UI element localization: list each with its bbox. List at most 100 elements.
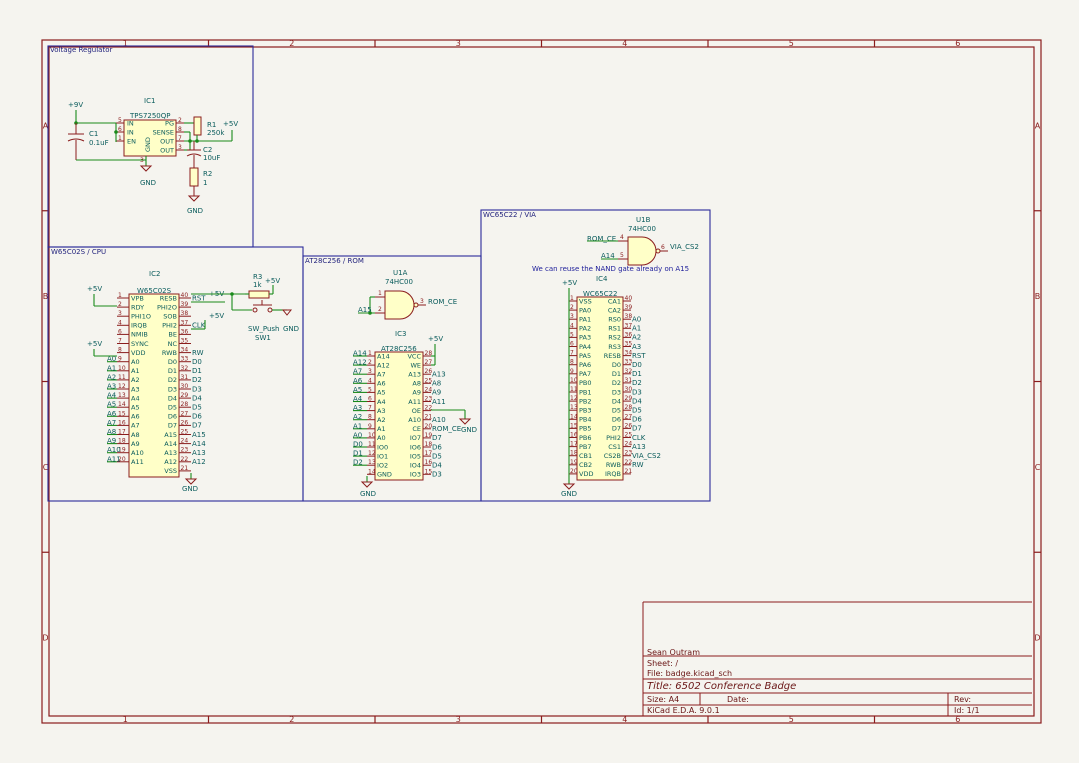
- ic3-pinnum-l0: 1: [368, 350, 372, 357]
- ic2-pin-d3: D3: [168, 385, 177, 393]
- ic2-net-l-a5: A5: [107, 401, 116, 409]
- ic2-pin-phi1o: PHI1O: [131, 313, 151, 321]
- ic4-pinnum-l4: 5: [570, 331, 574, 338]
- ic3-pin-io6: IO6: [410, 443, 421, 451]
- ic4-net-r-clk: CLK: [632, 434, 646, 442]
- ic2-pin-a4: A4: [131, 394, 140, 402]
- ic2-net-l-a10: A10: [107, 446, 121, 454]
- ic4-pin-phi2: PHI2: [606, 434, 621, 442]
- ic3-pinnum-r6: 22: [425, 405, 433, 412]
- ic2-net-r-d6: D6: [192, 413, 202, 421]
- sheet-title-via: WC65C22 / VIA: [483, 211, 536, 219]
- ic2-net-l-a11: A11: [107, 455, 121, 463]
- ic3-pinnum-r4: 24: [425, 386, 433, 393]
- ic3-pin-a10: A10: [408, 416, 421, 424]
- ic3-net-l-a0: A0: [353, 431, 362, 439]
- ic2-pinnum-l3: 4: [118, 319, 122, 326]
- ic4-net-r-d6: D6: [632, 416, 642, 424]
- frame-row-right-A: A: [1035, 121, 1041, 130]
- u1b-value: 74HC00: [628, 225, 656, 233]
- c2-ref: C2: [203, 146, 212, 154]
- ic1-body[interactable]: [123, 119, 177, 157]
- ic2-pin-a1: A1: [131, 367, 140, 375]
- ic4-pin-pa5: PA5: [579, 352, 591, 360]
- ic3-net-r-d6: D6: [432, 443, 442, 451]
- ic2-net-r-d4: D4: [192, 394, 202, 402]
- ic4-pin-pb4: PB4: [579, 416, 592, 424]
- ic4-pinnum-r4: 36: [625, 331, 633, 338]
- ic2-pinnum-r13: 27: [181, 410, 189, 417]
- ic2-pin-a3: A3: [131, 385, 140, 393]
- cpu-sw-gnd-label: GND: [283, 325, 299, 333]
- ic2-pin-resb: RESB: [160, 294, 177, 302]
- ic4-pin-pb2: PB2: [579, 397, 592, 405]
- svg-text:1: 1: [378, 290, 382, 297]
- ic3-pinnum-r12: 16: [425, 459, 433, 466]
- ic4-pin-d5: D5: [612, 407, 621, 415]
- ic2-net-r-clk: CLK: [192, 322, 206, 330]
- r3-ref: R3: [253, 273, 262, 281]
- u1b-in1-label: ROM_CE: [587, 235, 616, 243]
- ic4-net-r-a3: A3: [632, 343, 641, 351]
- ic4-net-r-a2: A2: [632, 334, 641, 342]
- ic4-pinnum-l10: 11: [570, 386, 578, 393]
- ic2-pinnum-r2: 38: [181, 310, 189, 317]
- ic4-pin-d2: D2: [612, 379, 621, 387]
- u1a-nand-gate[interactable]: [384, 290, 415, 320]
- cpu-circuit: IC2 W65C02S VPB1RDY2PHI1O3IRQB4NMIB6SYNC…: [87, 270, 299, 493]
- ic1-pin-gnd: GND: [144, 137, 152, 152]
- ic2-pinnum-l17: 19: [118, 447, 126, 454]
- ic4-pin-d0: D0: [612, 361, 621, 369]
- ic2-pin-d7: D7: [168, 422, 177, 430]
- ic1-pinnum-r1: 8: [178, 126, 182, 133]
- tb-file: File: badge.kicad_sch: [647, 669, 732, 678]
- ic4-pinnum-r14: 26: [625, 422, 633, 429]
- ic3-pinnum-l5: 6: [368, 396, 372, 403]
- ic1-pin-l2: EN: [127, 137, 136, 145]
- ic2-pinnum-r10: 30: [181, 383, 189, 390]
- ic2-pinnum-l7: 9: [118, 356, 122, 363]
- ic3-pinnum-l1: 2: [368, 359, 372, 366]
- ic3-pin-a5: A5: [377, 389, 386, 397]
- u1a-ref: U1A: [393, 269, 408, 277]
- ic3-pin-a2: A2: [377, 416, 386, 424]
- tb-date: Date:: [727, 695, 749, 704]
- ic3-pin-oe: OE: [412, 407, 421, 415]
- ic4-pin-pa1: PA1: [579, 316, 591, 324]
- ic2-pin-vss: VSS: [164, 467, 177, 475]
- ic3-net-l-d0: D0: [353, 441, 363, 449]
- ic2-pinnum-r15: 25: [181, 429, 189, 436]
- ic3-pinnum-r5: 23: [425, 396, 433, 403]
- sheet-title-vreg: Voltage Regulator: [50, 46, 112, 54]
- title-block[interactable]: Sean Outram Sheet: / File: badge.kicad_s…: [642, 601, 1032, 716]
- ic2-body[interactable]: [128, 293, 180, 478]
- rom-gnd2-label: GND: [461, 426, 477, 434]
- ic3-pin-a1: A1: [377, 425, 386, 433]
- ic3-pinnum-r7: 21: [425, 414, 433, 421]
- ic3-net-l-a1: A1: [353, 422, 362, 430]
- ic4-body[interactable]: [576, 296, 624, 481]
- ic4-pinnum-r15: 25: [625, 432, 633, 439]
- ic4-pinnum-r16: 24: [625, 441, 633, 448]
- ic3-net-l-a14: A14: [353, 350, 367, 358]
- ic4-pin-d4: D4: [612, 397, 621, 405]
- ic3-net-l-a3: A3: [353, 404, 362, 412]
- ic1-pin-r1: SENSE: [153, 128, 174, 136]
- ic4-pinnum-r6: 34: [625, 350, 633, 357]
- ic3-body[interactable]: [374, 351, 424, 481]
- ic2-net-r-a12: A12: [192, 458, 206, 466]
- ic4-pin-d3: D3: [612, 388, 621, 396]
- u1b-nand-gate[interactable]: [627, 236, 657, 266]
- tb-title: Title: 6502 Conference Badge: [647, 681, 796, 692]
- ic4-pin-d6: D6: [612, 416, 621, 424]
- ic2-net-l-a8: A8: [107, 428, 116, 436]
- ic2-net-r-a15: A15: [192, 431, 206, 439]
- u1a-value: 74HC00: [385, 278, 413, 286]
- r3-value: 1k: [253, 281, 262, 289]
- ic2-pinnum-l8: 10: [118, 365, 126, 372]
- ic4-pinnum-r10: 30: [625, 386, 633, 393]
- ic4-pin-pb1: PB1: [579, 388, 592, 396]
- ic1-pinnum-l1: 6: [118, 126, 122, 133]
- ic3-pin-io2: IO2: [377, 462, 388, 470]
- frame-col-bottom-2: 2: [289, 715, 294, 724]
